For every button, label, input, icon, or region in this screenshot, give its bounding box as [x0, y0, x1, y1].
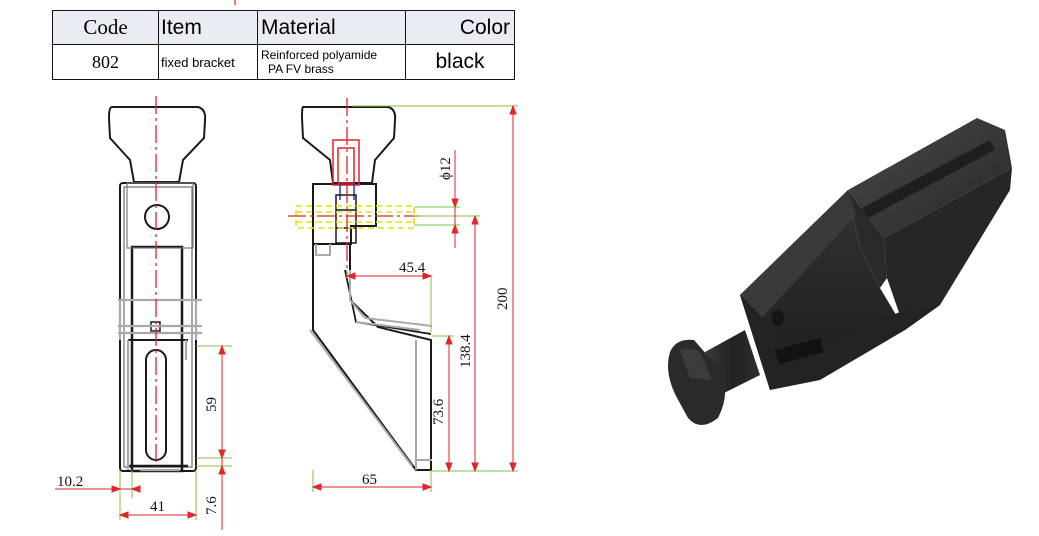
dim-phi12: ϕ12 [438, 157, 454, 180]
front-view [107, 106, 207, 473]
cell-code: 802 [52, 44, 159, 80]
table-header-row: Code Item Material Color [52, 10, 515, 45]
side-view [300, 106, 432, 471]
material-line-2: PA FV brass [268, 62, 334, 76]
dim-41: 41 [150, 499, 165, 515]
cell-color: black [405, 44, 515, 80]
side-dim-arrows [311, 104, 517, 491]
header-code: Code [52, 10, 159, 45]
dim-65: 65 [362, 472, 377, 488]
front-view-dimensions [119, 345, 232, 520]
side-view-nut [335, 194, 357, 244]
side-view-pin [332, 139, 360, 186]
dim-45-4: 45.4 [399, 260, 426, 276]
dim-7-6: 7.6 [204, 496, 220, 515]
product-photo [668, 118, 1012, 425]
dim-200: 200 [495, 288, 511, 311]
front-view-hidden-lines [118, 298, 202, 472]
cell-material: Reinforced polyamide PA FV brass [257, 44, 406, 80]
dim-10-2: 10.2 [57, 474, 83, 490]
table-row: 802 fixed bracket Reinforced polyamide P… [52, 44, 515, 80]
dim-138-4: 138.4 [458, 334, 474, 368]
cell-item: fixed bracket [158, 44, 258, 80]
front-dim-arrows [55, 344, 226, 530]
side-view-hidden-lines [309, 244, 433, 470]
spec-table: Code Item Material Color 802 fixed brack… [52, 10, 515, 80]
material-line-1: Reinforced polyamide [261, 48, 378, 62]
header-color: Color [405, 10, 515, 45]
dim-73-6: 73.6 [431, 398, 447, 425]
side-view-insert [339, 183, 355, 200]
dim-59: 59 [204, 397, 220, 412]
